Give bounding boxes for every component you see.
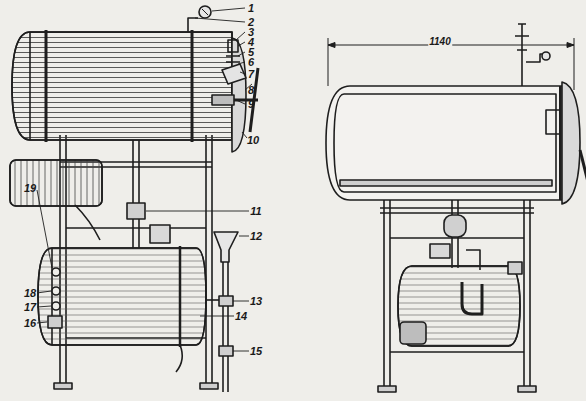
- callout-number: 17: [23, 302, 37, 313]
- callout-number: 15: [249, 346, 263, 357]
- callout-number: 9: [247, 99, 255, 110]
- dimension-label: 1140: [428, 37, 452, 47]
- callout-number: 18: [23, 288, 37, 299]
- callout-number: 14: [234, 311, 248, 322]
- callout-number: 1: [247, 3, 255, 14]
- callout-number: 19: [23, 183, 37, 194]
- callout-number: 7: [247, 69, 255, 80]
- callout-number: 12: [249, 231, 263, 242]
- callout-number: 11: [249, 206, 262, 217]
- callout-number: 16: [23, 318, 37, 329]
- callout-number: 8: [247, 85, 255, 96]
- callout-number: 6: [247, 57, 255, 68]
- callout-number: 13: [249, 296, 263, 307]
- callout-number: 10: [246, 135, 260, 146]
